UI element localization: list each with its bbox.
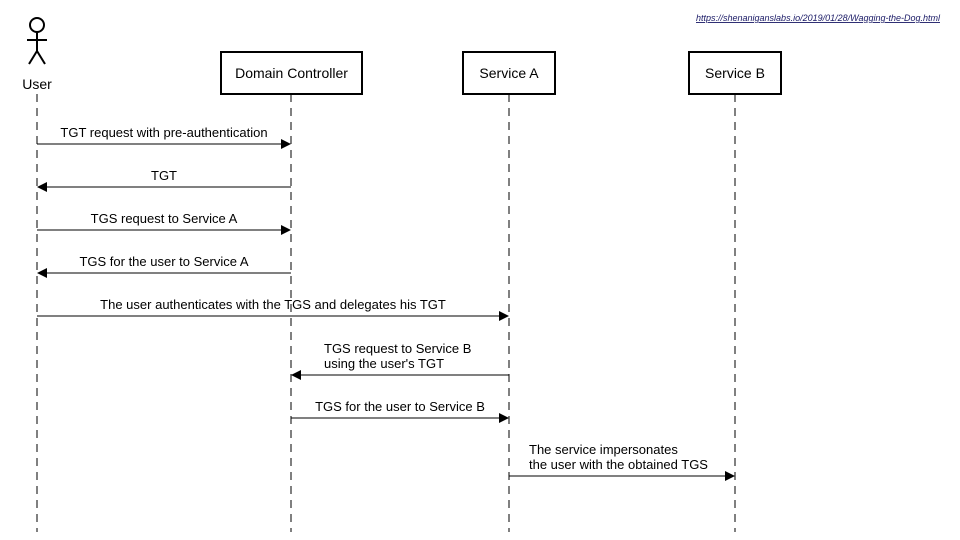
message-6-label-line-1: TGS request to Service B bbox=[324, 341, 471, 356]
source-link[interactable]: https://shenaniganslabs.io/2019/01/28/Wa… bbox=[696, 13, 941, 23]
participant-domain-controller-label: Domain Controller bbox=[235, 65, 348, 81]
participant-user-label: User bbox=[22, 76, 52, 92]
message-6-label-line-2: using the user's TGT bbox=[324, 356, 444, 371]
participant-service-b-label: Service B bbox=[705, 65, 765, 81]
participant-service-a-label: Service A bbox=[479, 65, 539, 81]
message-8-label-line-2: the user with the obtained TGS bbox=[529, 457, 708, 472]
message-5-label: The user authenticates with the TGS and … bbox=[100, 297, 446, 312]
message-2-label: TGT bbox=[151, 168, 177, 183]
message-3-label: TGS request to Service A bbox=[91, 211, 238, 226]
message-1-label: TGT request with pre-authentication bbox=[60, 125, 267, 140]
message-8-label-line-1: The service impersonates bbox=[529, 442, 678, 457]
participant-service-a-box bbox=[462, 51, 556, 95]
user-actor-icon bbox=[27, 17, 47, 65]
message-4-label: TGS for the user to Service A bbox=[79, 254, 248, 269]
message-7-label: TGS for the user to Service B bbox=[315, 399, 485, 414]
participant-domain-controller-box bbox=[220, 51, 363, 95]
participant-service-b-box bbox=[688, 51, 782, 95]
